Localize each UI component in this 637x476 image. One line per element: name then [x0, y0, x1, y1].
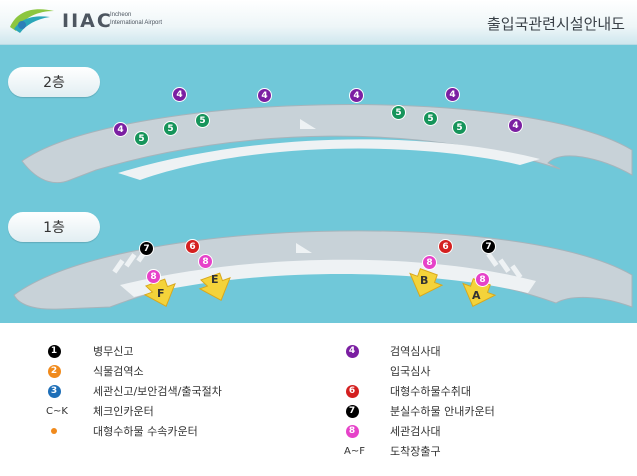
- terminal-2f-shape: [21, 104, 633, 184]
- gate-label-b[interactable]: B: [420, 274, 429, 287]
- gate-arrows: [143, 268, 497, 307]
- legend-label: 세관신고/보안검색/출국절차: [93, 385, 222, 398]
- marker-customs[interactable]: 8: [475, 272, 490, 287]
- legend-item-quarantine: 4 검역심사대: [344, 342, 441, 360]
- logo-sub-line2: International Airport: [110, 20, 163, 26]
- page-title: 출입국관련시설안내도: [486, 15, 625, 33]
- marker-immigration[interactable]: 5: [452, 120, 467, 135]
- marker-immigration[interactable]: 5: [391, 105, 406, 120]
- legend-marker-6: 6: [345, 384, 359, 398]
- gate-label-f[interactable]: F: [157, 287, 165, 300]
- legend-label: 대형수하물 수속카운터: [93, 425, 198, 438]
- legend-label: 식물검역소: [93, 365, 144, 378]
- floor-label-1f: 1층: [8, 212, 100, 242]
- legend-marker-1: 1: [47, 344, 61, 358]
- legend-label: 도착장출구: [390, 445, 441, 458]
- legend-marker-2: 2: [47, 364, 61, 378]
- logo-sub-line1: Incheon: [110, 12, 132, 18]
- marker-customs[interactable]: 8: [146, 269, 161, 284]
- legend-code-checkin: C~K: [46, 405, 68, 417]
- marker-immigration[interactable]: 5: [163, 121, 178, 136]
- legend-code-exit: A~F: [344, 445, 365, 457]
- marker-quarantine[interactable]: 4: [113, 122, 128, 137]
- marker-quarantine[interactable]: 4: [349, 88, 364, 103]
- logo-subtitle: Incheon International Airport: [110, 11, 162, 27]
- marker-customs[interactable]: 8: [422, 255, 437, 270]
- marker-baggage-claim[interactable]: 6: [438, 239, 453, 254]
- gate-arrow-a: [462, 278, 497, 307]
- legend-item-customs: 8 세관검사대: [344, 422, 441, 440]
- legend-marker-3: 3: [47, 384, 61, 398]
- legend-item-checkin: C~K 체크인카운터: [46, 402, 154, 420]
- legend-item-immigration: 입국심사: [344, 362, 430, 380]
- marker-lost-baggage[interactable]: 7: [139, 241, 154, 256]
- oversize-counter-dot-icon: [51, 428, 57, 434]
- legend-label: 세관검사대: [390, 425, 441, 438]
- gate-label-e[interactable]: E: [211, 273, 219, 286]
- legend-label: 입국심사: [390, 365, 431, 378]
- header-bar: IIAC Incheon International Airport 출입국관련…: [0, 0, 637, 45]
- gate-arrow-f: [143, 278, 176, 307]
- marker-quarantine[interactable]: 4: [445, 87, 460, 102]
- legend-item-oversize-counter: 대형수하물 수속카운터: [46, 422, 198, 440]
- legend-item-customs-security: 3 세관신고/보안검색/출국절차: [46, 382, 222, 400]
- marker-immigration[interactable]: 5: [134, 131, 149, 146]
- marker-customs[interactable]: 8: [198, 254, 213, 269]
- logo-text: IIAC: [62, 10, 113, 32]
- legend-item-lost-baggage: 7 분실수하물 안내카운터: [344, 402, 495, 420]
- legend-label: 검역심사대: [390, 345, 441, 358]
- legend-item-arrival-exit: A~F 도착장출구: [344, 442, 441, 460]
- terminal-map: 2층 1층 4 4 4 4 4 4 5 5 5 5 5 5 7 6 8 8 6 …: [0, 45, 637, 323]
- floor-label-2f: 2층: [8, 67, 100, 97]
- marker-quarantine[interactable]: 4: [508, 118, 523, 133]
- legend-item-plant-quarantine: 2 식물검역소: [46, 362, 144, 380]
- marker-quarantine[interactable]: 4: [257, 88, 272, 103]
- terminal-1f-shape: [13, 230, 633, 310]
- legend-marker-8: 8: [345, 424, 359, 438]
- marker-immigration[interactable]: 5: [195, 113, 210, 128]
- iiac-logo-icon: [10, 9, 54, 33]
- marker-quarantine[interactable]: 4: [172, 87, 187, 102]
- gate-label-a[interactable]: A: [472, 289, 481, 302]
- marker-lost-baggage[interactable]: 7: [481, 239, 496, 254]
- marker-immigration[interactable]: 5: [423, 111, 438, 126]
- legend-item-baggage-claim: 6 대형수하물수취대: [344, 382, 471, 400]
- gate-arrow-e: [198, 272, 231, 301]
- legend-item-military: 1 병무신고: [46, 342, 133, 360]
- legend-panel: 1 병무신고 2 식물검역소 3 세관신고/보안검색/출국절차 C~K 체크인카…: [0, 323, 637, 476]
- legend-label: 분실수하물 안내카운터: [390, 405, 495, 418]
- legend-label: 병무신고: [93, 345, 134, 358]
- legend-label: 대형수하물수취대: [390, 385, 471, 398]
- legend-label: 체크인카운터: [93, 405, 154, 418]
- legend-marker-7: 7: [345, 404, 359, 418]
- gate-arrow-b: [409, 268, 444, 297]
- legend-marker-4: 4: [345, 344, 359, 358]
- marker-baggage-claim[interactable]: 6: [185, 239, 200, 254]
